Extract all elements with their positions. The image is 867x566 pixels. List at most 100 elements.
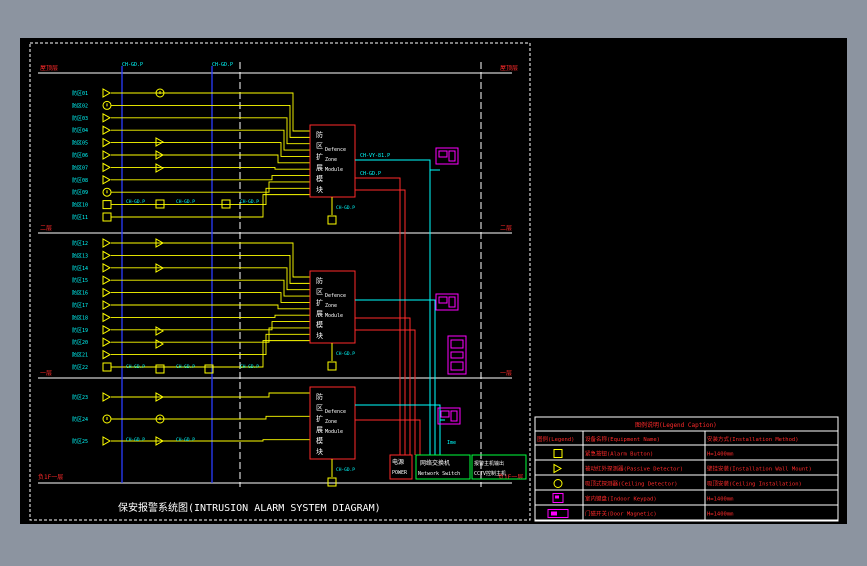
switch-box-cn: 网络交换机	[420, 459, 450, 467]
square-icon	[553, 449, 563, 458]
floor-labels: 屋顶层 屋顶层 二层 二层 一层 一层 负1F一层 负1F一层	[38, 65, 523, 481]
zone-label: 防区21	[72, 352, 88, 359]
riser-label-b: CH-GD.P	[360, 171, 381, 177]
module-cn-char: 区	[316, 404, 323, 412]
floor-label-roof-right: 屋顶层	[500, 65, 518, 72]
module-cn-char: 模	[316, 174, 323, 183]
module-en-label: Zone	[325, 303, 337, 309]
keypad-icon	[552, 493, 564, 503]
square-icon	[327, 215, 337, 225]
zone-wire	[111, 154, 310, 164]
square-icon	[327, 361, 337, 371]
floor-label-f2-left: 二层	[40, 225, 52, 232]
floor-lines	[38, 72, 512, 484]
zone-label: 防区22	[72, 364, 88, 371]
module-cn-char: 扩	[316, 414, 323, 423]
legend-header: 安装方式(Installation Method)	[707, 435, 799, 443]
cable-label: CH-GD.P	[336, 351, 355, 357]
zone-label: 防区25	[72, 438, 88, 445]
triangle-icon	[155, 150, 165, 160]
triangle-icon	[102, 392, 112, 402]
legend-row-method: 壁挂安装(Installation Wall Mount)	[707, 465, 812, 473]
module-en-label: Module	[325, 429, 343, 435]
module-cn-char: 防	[316, 392, 323, 401]
legend-row-method: H=1400mm	[707, 497, 734, 503]
legend-row-method: H=1400mm	[707, 452, 734, 458]
keypad-device-2	[435, 293, 459, 311]
zone-label: 防区11	[72, 214, 88, 221]
legend-row-method: 吸顶安装(Ceiling Installation)	[707, 480, 802, 488]
zone-wire	[111, 279, 310, 297]
power-box	[389, 454, 413, 480]
module-cn-char: 块	[316, 185, 323, 194]
cable-label: CH-GD.P	[126, 199, 145, 205]
drawing-frame	[29, 42, 531, 521]
circle-icon	[553, 479, 563, 488]
floor-label-roof-left: 屋顶层	[40, 65, 58, 72]
zone-label: 防区20	[72, 339, 88, 346]
triangle-icon	[155, 436, 165, 446]
legend-row-name: 紧急按钮(Alarm Button)	[585, 450, 653, 458]
red-risers	[355, 177, 421, 455]
zone-label: 防区10	[72, 202, 88, 209]
floor-label-f1-left: 一层	[40, 370, 52, 377]
zone-wire	[111, 292, 310, 303]
triangle-icon	[102, 262, 112, 273]
legend-row-name: 室内键盘(Indoor Keypad)	[585, 495, 657, 503]
zone-label: 防区12	[72, 240, 88, 247]
zone-label: 防区19	[72, 327, 88, 334]
triangle-icon	[102, 137, 112, 148]
triangle-icon	[102, 312, 112, 323]
floor-label-f1-right: 一层	[500, 370, 512, 377]
triangle-icon	[155, 392, 165, 402]
square-icon	[221, 199, 231, 209]
square-icon	[327, 477, 337, 487]
triangle-icon	[102, 337, 112, 348]
legend-row-name: 被动红外探测器(Passive Detector)	[585, 465, 683, 473]
floor-label-f2-right: 二层	[500, 225, 512, 232]
legend-table: 图例说明(Legend Caption)图例(Legend)设备名称(Equip…	[534, 416, 839, 522]
power-box-en: POWER	[392, 470, 408, 476]
zone-wire	[111, 333, 310, 356]
zone-wire	[111, 104, 310, 138]
triangle-icon	[155, 263, 165, 273]
output-box	[471, 454, 527, 480]
zone-label: 防区16	[72, 290, 88, 297]
zone-wire	[111, 117, 310, 145]
door-icon	[547, 509, 569, 518]
zone-wire	[111, 439, 310, 442]
triangle-icon	[155, 163, 165, 173]
cable-label: CH-GD.P	[176, 364, 195, 370]
triangle-icon	[102, 174, 112, 185]
legend-row-name: 门磁开关(Door Magnetic)	[585, 510, 657, 518]
zone-label: 防区05	[72, 140, 88, 147]
zone-wire	[111, 129, 310, 151]
legend-header: 图例(Legend)	[537, 435, 575, 443]
zone-wire	[111, 166, 310, 170]
circle-icon	[155, 414, 165, 424]
module-en-label: Defence	[325, 147, 346, 153]
module-en-label: Defence	[325, 293, 346, 299]
zone-label: 防区13	[72, 252, 88, 259]
triangle-icon	[102, 88, 112, 98]
zone-group: 防区01防区02防区03防区04防区05防区06防区07防区08防区09防区10…	[72, 88, 310, 446]
module-cn-char: 区	[316, 288, 323, 296]
switch-box-en: Network Switch	[418, 471, 460, 477]
zone-label: 防区17	[72, 302, 88, 309]
zone-label: 防区08	[72, 177, 88, 184]
triangle-icon	[155, 326, 165, 336]
cable-label: CH-GD.P	[126, 437, 145, 443]
cable-label: CH-GD.P	[240, 364, 259, 370]
cyan-risers	[355, 159, 445, 455]
zone-wire	[111, 194, 310, 218]
drawing-background	[20, 38, 847, 524]
triangle-icon	[102, 150, 112, 160]
legend-header: 设备名称(Equipment Name)	[585, 435, 660, 443]
triangle-icon	[102, 287, 112, 298]
module-en-label: Module	[325, 167, 343, 173]
triangle-icon	[102, 349, 112, 360]
